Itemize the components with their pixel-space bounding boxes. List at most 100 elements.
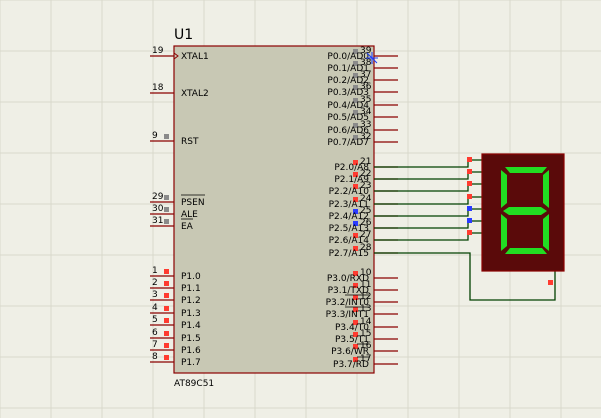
pin-number: 17 [360,354,371,364]
pin-state-marker [353,197,358,202]
pin-6[interactable]: 6P1.5 [150,328,201,344]
pin-label: P1.6 [181,346,201,356]
wire-common[interactable] [374,252,556,301]
pin-state-marker [164,293,169,298]
pin-5[interactable]: 5P1.4 [150,315,201,331]
pin-state-marker [164,134,169,139]
pin-label: P3.3/INT1 [326,310,369,320]
pin-label: P0.4/AD4 [327,101,369,111]
cursor-crosshair-icon [366,52,378,64]
display-pin-marker [467,218,472,223]
pin-number: 13 [360,304,371,314]
pin-label: P2.5/A13 [329,224,369,234]
pin-state-marker [353,160,358,165]
wire[interactable] [374,208,482,217]
pin-label: P1.0 [181,272,201,282]
pin-label: P2.7/A15 [329,249,369,259]
pin-state-marker [353,49,358,54]
pin-number: 10 [360,268,372,278]
seven-segment-display[interactable] [481,153,565,272]
pin-label: PSEN [181,198,205,208]
pin-number: 37 [360,70,371,80]
pin-1[interactable]: 1P1.0 [150,266,201,282]
segment-g [503,207,547,215]
wire[interactable] [374,220,482,229]
wire[interactable] [374,196,482,205]
pin-label: P0.5/AD5 [327,113,369,123]
pin-state-marker [353,320,358,325]
display-pin-marker [467,157,472,162]
pin-state-marker [353,233,358,238]
pin-4[interactable]: 4P1.3 [150,303,201,319]
pin-state-marker [164,207,169,212]
pin-8[interactable]: 8P1.7 [150,352,201,368]
pin-state-marker [353,344,358,349]
pin-state-marker [353,221,358,226]
pin-number: 1 [152,266,158,276]
pin-number: 9 [152,131,158,141]
pin-number: 24 [360,194,372,204]
wire[interactable] [374,159,482,168]
wire[interactable] [374,232,482,241]
pin-number: 5 [152,315,158,325]
pin-label: P3.1/TXD [328,286,369,296]
pin-number: 36 [360,82,372,92]
wire[interactable] [374,183,482,192]
chip-body[interactable] [173,45,375,374]
segment-c [543,214,549,251]
pin-3[interactable]: 3P1.2 [150,290,201,306]
pin-number: 18 [152,83,164,93]
pin-label: XTAL2 [181,89,209,99]
pin-label: P1.3 [181,309,201,319]
pin-number: 6 [152,328,158,338]
pin-label: XTAL1 [181,52,209,62]
pin-label: ALE [181,210,198,220]
pin-label: P2.0/A8 [334,163,369,173]
display-pin-marker [467,181,472,186]
pin-state-marker [164,331,169,336]
pin-label: P2.4/A12 [329,212,369,222]
pin-label: P0.6/AD6 [327,126,369,136]
pin-number: 30 [152,204,164,214]
pin-label: P0.0/AD0 [327,52,369,62]
pin-state-marker [353,85,358,90]
pin-number: 39 [360,46,372,56]
segment-d [505,248,547,254]
pin-number: 23 [360,181,371,191]
pin-state-marker [353,295,358,300]
pin-label: P0.1/AD1 [327,64,369,74]
pin-state-marker [164,306,169,311]
pin-label: P3.6/WR [331,347,369,357]
pin-state-marker [353,73,358,78]
pin-2[interactable]: 2P1.1 [150,278,201,294]
pin-state-marker [353,110,358,115]
pin-label: P0.7/AD7 [327,138,369,148]
pin-label: P2.1/A9 [334,175,369,185]
pin-label: P0.3/AD3 [327,88,369,98]
wire[interactable] [374,171,482,180]
pin-7[interactable]: 7P1.6 [150,340,201,356]
